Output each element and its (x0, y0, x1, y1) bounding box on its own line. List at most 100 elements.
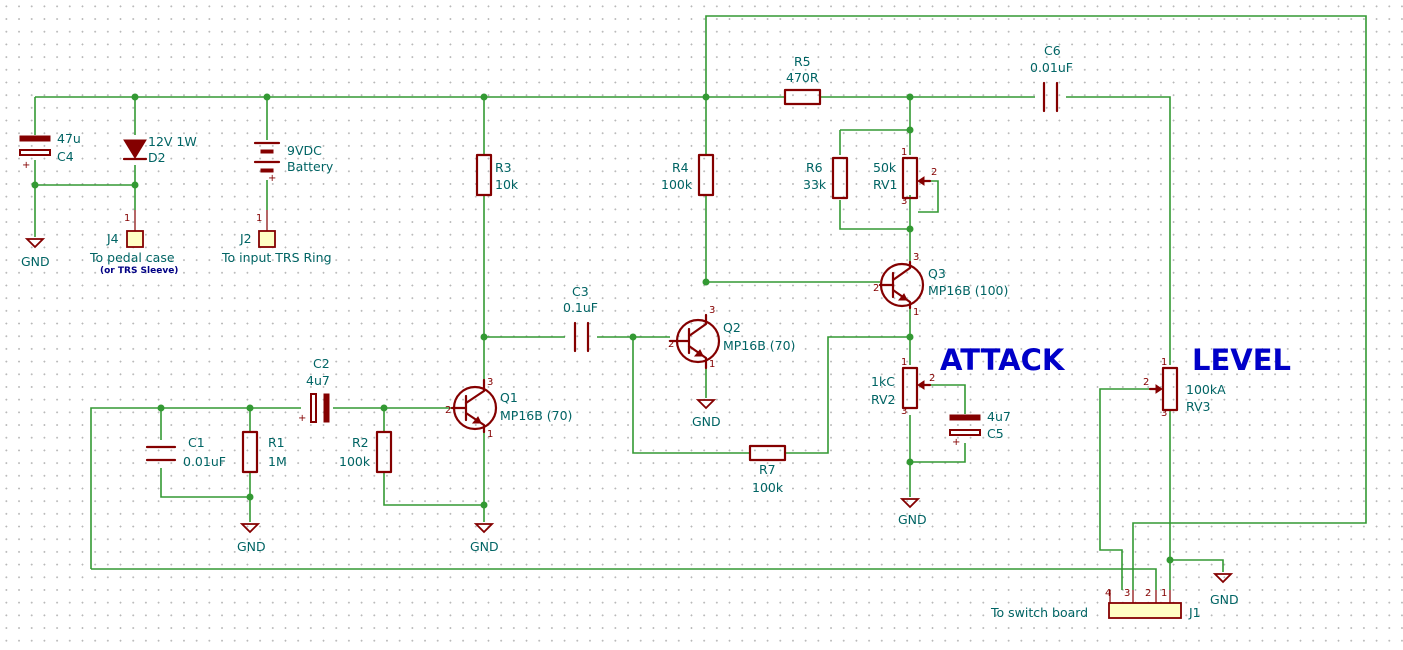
svg-text:100k: 100k (661, 177, 693, 192)
svg-text:GND: GND (470, 539, 499, 554)
ground-symbol: GND (21, 238, 50, 269)
svg-text:GND: GND (692, 414, 721, 429)
svg-text:To switch board: To switch board (990, 605, 1088, 620)
svg-text:12V 1W: 12V 1W (148, 134, 197, 149)
junction (157, 404, 165, 412)
svg-text:3: 3 (1124, 588, 1130, 599)
svg-text:Q3: Q3 (928, 266, 946, 281)
svg-text:1: 1 (1161, 588, 1167, 599)
svg-text:1M: 1M (268, 454, 287, 469)
resistor-r1: R1 1M (241, 430, 287, 474)
junction (480, 333, 488, 341)
ground-symbol: GND (692, 399, 721, 429)
svg-text:2: 2 (1145, 588, 1151, 599)
svg-text:C1: C1 (188, 435, 205, 450)
svg-text:Q1: Q1 (500, 390, 518, 405)
svg-text:+: + (952, 437, 960, 448)
svg-text:47u: 47u (57, 131, 81, 146)
level-heading: LEVEL (1192, 343, 1291, 377)
resistor-r4: R4 100k (661, 153, 715, 197)
svg-text:To input TRS Ring: To input TRS Ring (221, 250, 332, 265)
svg-text:C4: C4 (57, 149, 74, 164)
svg-text:1: 1 (256, 213, 262, 224)
svg-text:2: 2 (873, 283, 879, 294)
svg-text:RV3: RV3 (1186, 399, 1211, 414)
svg-text:R7: R7 (759, 462, 776, 477)
junction-dots (31, 93, 1174, 564)
svg-text:MP16B (100): MP16B (100) (928, 283, 1008, 298)
svg-text:3: 3 (709, 305, 715, 316)
svg-text:4u7: 4u7 (306, 373, 330, 388)
svg-text:Battery: Battery (287, 159, 334, 174)
svg-text:GND: GND (1210, 592, 1239, 607)
transistor-q3: 2 3 1 Q3 MP16B (100) (873, 252, 1008, 318)
svg-text:J2: J2 (239, 231, 252, 246)
svg-text:0.01uF: 0.01uF (183, 454, 226, 469)
junction (246, 493, 254, 501)
svg-text:9VDC: 9VDC (287, 143, 322, 158)
capacitor-c1: C1 0.01uF (145, 435, 226, 469)
svg-text:3: 3 (913, 252, 919, 263)
potentiometer-rv1: 1 2 3 50k RV1 (873, 147, 937, 207)
capacitor-c5: + 4u7 C5 (949, 409, 1011, 448)
svg-text:100k: 100k (752, 480, 784, 495)
junction (131, 181, 139, 189)
junction (906, 93, 914, 101)
svg-text:1: 1 (124, 213, 130, 224)
ground-symbol: GND (898, 498, 927, 527)
svg-text:3: 3 (901, 196, 907, 207)
capacitor-c3: C3 0.1uF (563, 284, 598, 353)
junction (906, 225, 914, 233)
junction (702, 278, 710, 286)
junction (263, 93, 271, 101)
svg-text:1: 1 (1161, 357, 1167, 368)
attack-heading: ATTACK (940, 343, 1066, 377)
ground-symbol: GND (237, 523, 266, 554)
ground-symbol: GND (1210, 573, 1239, 607)
svg-text:R1: R1 (268, 435, 285, 450)
battery: + 9VDC Battery (253, 141, 334, 184)
svg-text:10k: 10k (495, 177, 519, 192)
svg-text:C6: C6 (1044, 43, 1061, 58)
connector-j2: 1 J2 To input TRS Ring (221, 210, 332, 265)
svg-text:To pedal case: To pedal case (89, 250, 175, 265)
junction (906, 333, 914, 341)
svg-text:R5: R5 (794, 54, 811, 69)
svg-text:D2: D2 (148, 150, 166, 165)
resistor-r2: R2 100k (339, 430, 393, 474)
potentiometer-rv2: 1 2 3 1kC RV2 (871, 357, 935, 417)
svg-text:2: 2 (929, 373, 935, 384)
svg-text:1: 1 (487, 429, 493, 440)
svg-text:100k: 100k (339, 454, 371, 469)
svg-text:470R: 470R (786, 70, 819, 85)
resistor-r5: R5 470R (783, 54, 822, 106)
transistor-q1: 2 3 1 Q1 MP16B (70) (445, 377, 572, 440)
svg-text:GND: GND (237, 539, 266, 554)
junction (480, 93, 488, 101)
transistor-q2: 2 3 1 Q2 MP16B (70) (668, 305, 795, 370)
junction (629, 333, 637, 341)
svg-text:MP16B (70): MP16B (70) (723, 338, 795, 353)
junction (1166, 556, 1174, 564)
svg-text:C2: C2 (313, 356, 330, 371)
svg-text:+: + (298, 413, 306, 424)
svg-text:1: 1 (901, 357, 907, 368)
svg-text:RV1: RV1 (873, 177, 898, 192)
svg-text:C3: C3 (572, 284, 589, 299)
svg-text:(or TRS Sleeve): (or TRS Sleeve) (100, 266, 178, 276)
svg-text:R3: R3 (495, 160, 512, 175)
junction (702, 93, 710, 101)
svg-text:3: 3 (487, 377, 493, 388)
ground-symbol: GND (470, 523, 499, 554)
potentiometer-rv3: 1 2 3 100kA RV3 (1143, 357, 1226, 419)
capacitor-c6: C6 0.01uF (1030, 43, 1073, 113)
junction (131, 93, 139, 101)
svg-text:1: 1 (913, 307, 919, 318)
resistor-r6: R6 33k (803, 156, 849, 200)
svg-text:2: 2 (445, 405, 451, 416)
svg-text:50k: 50k (873, 160, 897, 175)
svg-text:4u7: 4u7 (987, 409, 1011, 424)
junction (906, 126, 914, 134)
svg-text:1kC: 1kC (871, 374, 895, 389)
